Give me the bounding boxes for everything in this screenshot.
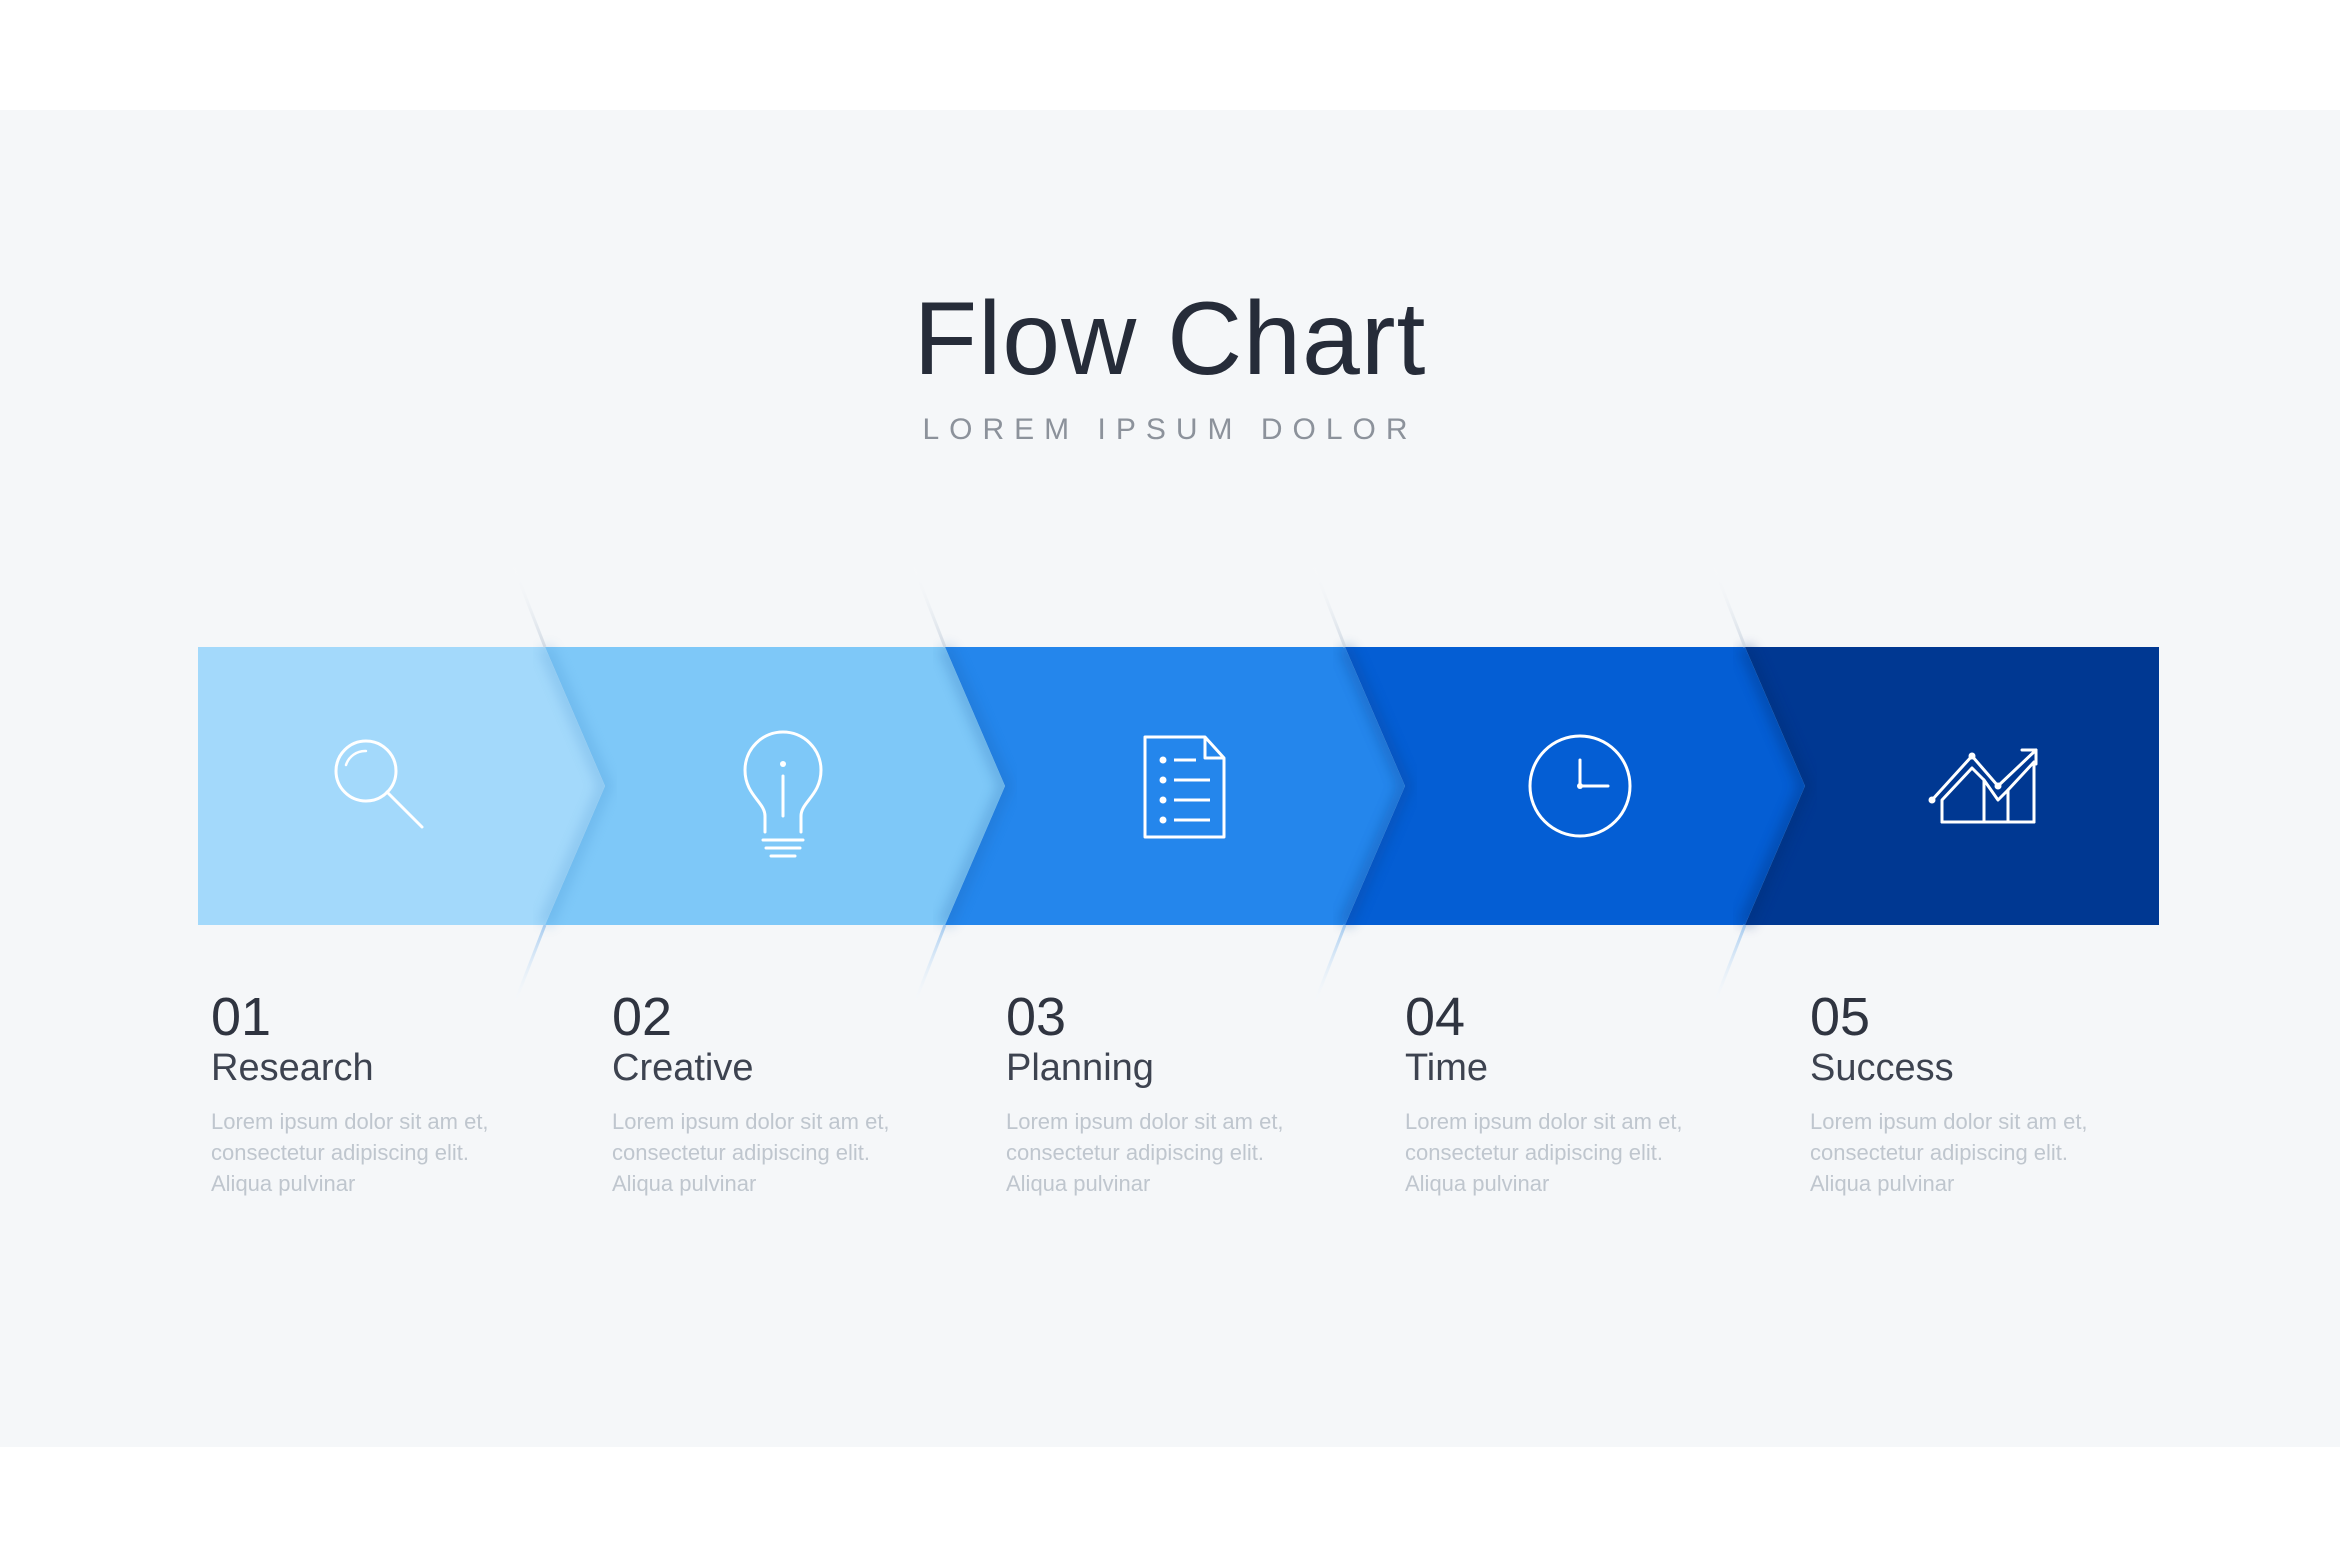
page-title: Flow Chart xyxy=(913,281,1427,397)
step-description: Lorem ipsum dolor sit am et, consectetur… xyxy=(1810,1108,2088,1196)
step-4: 04 Time Lorem ipsum dolor sit am et, con… xyxy=(1405,990,1705,1199)
band-segment-3 xyxy=(945,644,1413,928)
step-number: 05 xyxy=(1810,987,1871,1047)
step-5: 05 Success Lorem ipsum dolor sit am et, … xyxy=(1810,990,2110,1199)
step-description: Lorem ipsum dolor sit am et, consectetur… xyxy=(1405,1108,1683,1196)
slide-background: Flow Chart LOREM IPSUM DOLOR xyxy=(0,110,2340,1447)
band-segment-4 xyxy=(1345,644,1813,928)
fold-creases xyxy=(510,561,1747,1011)
step-2: 02 Creative Lorem ipsum dolor sit am et,… xyxy=(612,990,912,1199)
step-number: 01 xyxy=(211,987,272,1047)
step-description: Lorem ipsum dolor sit am et, consectetur… xyxy=(1006,1108,1284,1196)
step-label: Success xyxy=(1810,1047,1954,1089)
step-number: 04 xyxy=(1405,987,1466,1047)
flow-chart-arrows xyxy=(198,561,2159,1011)
band-segment-2 xyxy=(545,644,1013,928)
page-subtitle: LOREM IPSUM DOLOR xyxy=(922,413,1418,446)
step-number: 02 xyxy=(612,987,673,1047)
step-label: Time xyxy=(1405,1047,1489,1089)
step-number: 03 xyxy=(1006,987,1067,1047)
clock-icon xyxy=(1528,734,1632,838)
search-icon xyxy=(334,739,424,829)
step-label: Creative xyxy=(612,1047,754,1089)
document-list-icon xyxy=(1143,735,1226,839)
growth-chart-icon xyxy=(1928,748,2038,824)
step-3: 03 Planning Lorem ipsum dolor sit am et,… xyxy=(1006,990,1306,1199)
step-label: Planning xyxy=(1006,1047,1154,1089)
step-label: Research xyxy=(211,1047,374,1089)
step-1: 01 Research Lorem ipsum dolor sit am et,… xyxy=(211,990,511,1199)
step-description: Lorem ipsum dolor sit am et, consectetur… xyxy=(612,1108,890,1196)
band-segment-5 xyxy=(1745,647,2159,925)
lightbulb-icon xyxy=(743,730,823,858)
step-description: Lorem ipsum dolor sit am et, consectetur… xyxy=(211,1108,489,1196)
band-segment-1 xyxy=(198,644,613,928)
